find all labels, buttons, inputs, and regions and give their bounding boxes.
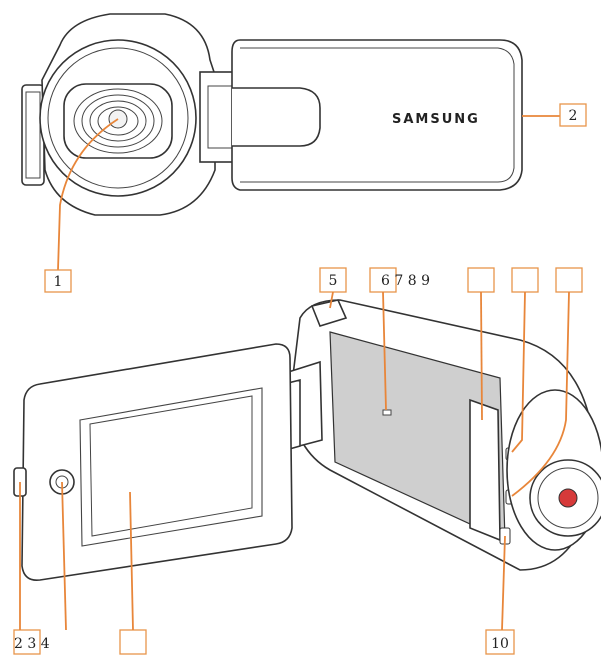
- samsung-logo: SAMSUNG: [392, 112, 480, 127]
- callout-label-5: 5: [329, 273, 338, 289]
- callout-box-1: [44, 269, 72, 293]
- leader-line-4-bottom: [61, 481, 67, 631]
- leader-line-5: [329, 291, 334, 309]
- camcorder-rear-view: [13, 299, 601, 582]
- button-strip: [469, 398, 501, 542]
- panel-slot: [382, 409, 392, 416]
- leader-line-6789: [382, 291, 387, 411]
- leader-line-blank-c: [511, 291, 570, 497]
- panel-hinge-tongue: [232, 87, 321, 147]
- callout-box-blank-d: [119, 629, 147, 655]
- lcd-panel-closed: [231, 39, 523, 191]
- leader-line-blank-d: [129, 491, 134, 631]
- callout-box-blank-a: [467, 267, 495, 293]
- camcorder-front-view: SAMSUNG: [21, 13, 523, 216]
- callout-box-234: [13, 629, 41, 655]
- callout-box-blank-b: [511, 267, 539, 293]
- leader-line-1: [57, 118, 119, 271]
- callout-label-10: 10: [491, 636, 509, 652]
- callout-box-blank-c: [555, 267, 583, 293]
- record-button: [558, 488, 578, 508]
- lcd-screen: [79, 387, 263, 547]
- leader-line-blank-a: [480, 291, 483, 421]
- callout-label-2: 2: [569, 108, 578, 124]
- leader-line-10: [501, 535, 506, 631]
- callout-label-234: 2 3 4: [14, 636, 50, 652]
- mode-switch: [310, 299, 348, 327]
- callout-box-6789: [369, 267, 397, 293]
- front-side-grip: [21, 84, 45, 186]
- leader-line-blank-b: [511, 291, 526, 453]
- callout-box-10: [485, 629, 515, 655]
- callout-label-1: 1: [54, 274, 63, 290]
- callout-box-2: [559, 103, 587, 127]
- callout-label-6789: 6 7 8 9: [381, 273, 430, 289]
